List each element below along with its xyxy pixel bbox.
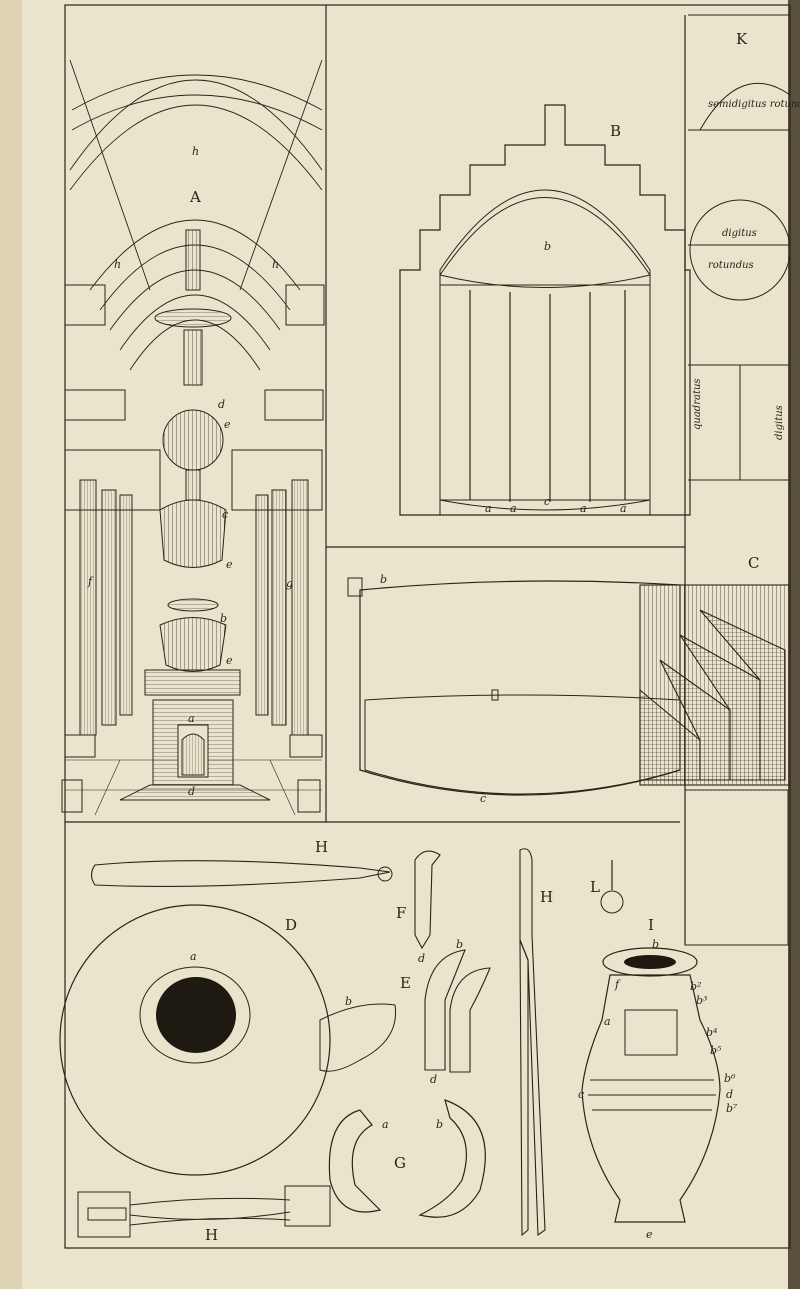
mark-a: a bbox=[485, 502, 492, 515]
figure-h-bottom-label: H bbox=[205, 1226, 218, 1244]
figure-b-domed-niche: B b a a c a a bbox=[399, 104, 691, 516]
figure-k-measure-panel: K semidigitus rotundus digitus rotundus … bbox=[688, 14, 800, 481]
figure-d-label: D bbox=[285, 916, 297, 934]
mark-d: d bbox=[726, 1088, 733, 1101]
mark-d: d bbox=[430, 1073, 437, 1086]
digitus-vertical-label: digitus bbox=[774, 405, 785, 440]
figure-a-hall-with-fountain: A h h h d e c e b e f g a d bbox=[61, 59, 325, 816]
figure-f-label: F bbox=[396, 904, 406, 922]
figure-a-label: A bbox=[189, 188, 201, 206]
mark-b6: b⁶ bbox=[724, 1072, 736, 1085]
semidigitus-rotundus-label: semidigitus rotundus bbox=[708, 99, 800, 110]
mark-b7: b⁷ bbox=[726, 1102, 738, 1115]
mark-f: f bbox=[614, 978, 621, 991]
mark-e: e bbox=[646, 1228, 653, 1241]
mark-f: f bbox=[87, 575, 94, 588]
mark-h: h bbox=[272, 258, 279, 271]
figure-i-label: I bbox=[648, 916, 654, 934]
mark-c: c bbox=[544, 495, 550, 508]
figure-g-label: G bbox=[394, 1154, 406, 1172]
mark-c: c bbox=[222, 508, 228, 521]
mark-b: b bbox=[456, 938, 463, 951]
mark-b: b bbox=[436, 1118, 443, 1131]
figure-h-tongs: H bbox=[90, 838, 393, 888]
mark-a: a bbox=[620, 502, 627, 515]
mark-h: h bbox=[114, 258, 121, 271]
mark-b4: b⁴ bbox=[706, 1026, 717, 1039]
figure-k-label: K bbox=[736, 30, 748, 48]
figure-i-vase: I b f a b² b³ b⁴ b⁵ c b⁶ d b⁷ e bbox=[578, 916, 738, 1241]
mark-a: a bbox=[580, 502, 587, 515]
figure-h-right-label: H bbox=[540, 888, 553, 906]
mark-b2: b² bbox=[690, 980, 701, 993]
figure-h-chain: H bbox=[77, 1185, 331, 1244]
figure-c-bath-basin: C b c bbox=[347, 554, 791, 805]
mark-a: a bbox=[190, 950, 197, 963]
mark-b3: b³ bbox=[696, 994, 707, 1007]
digitus-label: digitus bbox=[722, 228, 757, 239]
figure-e-clasps: E b d bbox=[400, 938, 491, 1086]
right-lower-panel bbox=[684, 789, 789, 946]
mark-a: a bbox=[510, 502, 517, 515]
figure-b-label: B bbox=[610, 122, 621, 140]
figure-d-flask: D a b bbox=[59, 904, 397, 1176]
mark-h: h bbox=[192, 145, 199, 158]
mark-b: b bbox=[652, 938, 659, 951]
mark-d: d bbox=[188, 785, 195, 798]
mark-e: e bbox=[226, 654, 233, 667]
quadratus-label: quadratus bbox=[692, 378, 703, 430]
right-page-edge bbox=[788, 0, 800, 1289]
figure-h-top-label: H bbox=[315, 838, 328, 856]
rotundus-label: rotundus bbox=[708, 260, 754, 271]
mark-b: b bbox=[380, 573, 387, 586]
figure-h-long-tool: H bbox=[519, 848, 553, 1237]
figure-l-small-flask: L bbox=[590, 860, 624, 914]
figure-l-label: L bbox=[590, 878, 600, 896]
mark-a: a bbox=[382, 1118, 389, 1131]
left-margin bbox=[0, 0, 22, 1289]
mark-d: d bbox=[218, 398, 225, 411]
mark-b5: b⁵ bbox=[710, 1044, 722, 1057]
figure-c-label: C bbox=[748, 554, 759, 572]
mark-c: c bbox=[578, 1088, 584, 1101]
figure-g-strigils: G a b bbox=[328, 1099, 486, 1218]
figure-e-label: E bbox=[400, 974, 411, 992]
mark-e: e bbox=[226, 558, 233, 571]
mark-g: g bbox=[286, 577, 293, 590]
mark-b: b bbox=[345, 995, 352, 1008]
mark-a: a bbox=[604, 1015, 611, 1028]
mark-b: b bbox=[220, 612, 227, 625]
mark-b: b bbox=[544, 240, 551, 253]
mark-a: a bbox=[188, 712, 195, 725]
figure-f-scraper: F d bbox=[396, 850, 441, 965]
mark-e: e bbox=[224, 418, 231, 431]
mark-c: c bbox=[480, 792, 486, 805]
mark-d: d bbox=[418, 952, 425, 965]
